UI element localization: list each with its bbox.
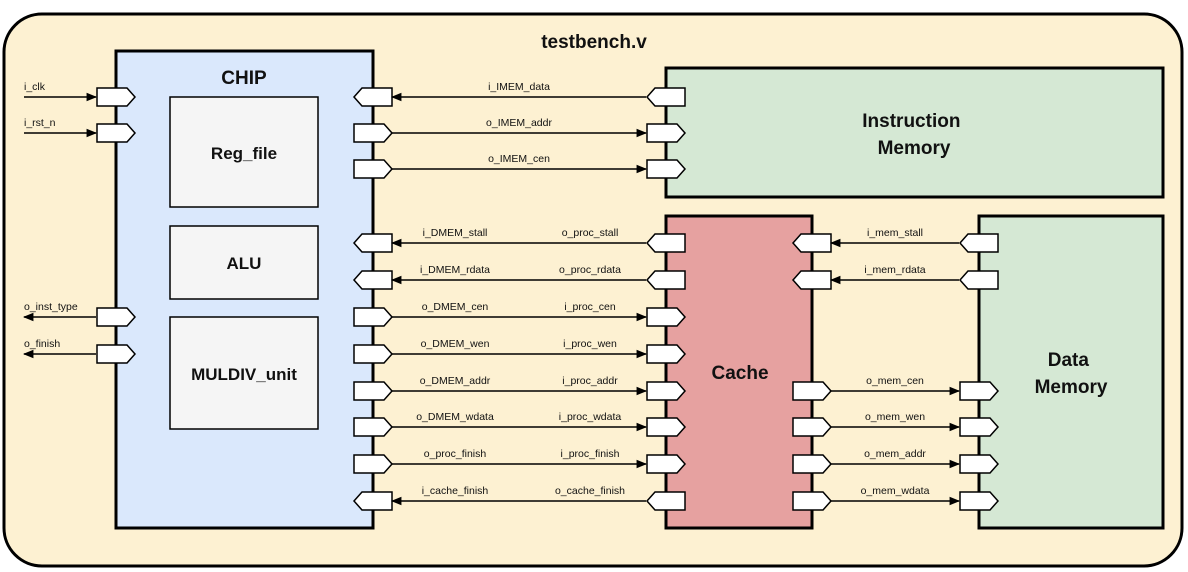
chip-port-o-proc-finish bbox=[353, 454, 394, 474]
dmem-port-i-mem-stall bbox=[958, 233, 999, 253]
instruction-memory-block bbox=[664, 66, 1165, 199]
label-i-proc-wdata: i_proc_wdata bbox=[559, 411, 622, 423]
label-i-proc-finish: i_proc_finish bbox=[561, 448, 620, 460]
cache-port-i-mem-stall bbox=[791, 233, 832, 253]
signal-wires: i_clk i_rst_n o_inst_type o_finish i_IMEM_da… bbox=[22, 81, 1000, 511]
label-i-mem-rdata: i_mem_rdata bbox=[864, 264, 925, 276]
chip-port-i-imem-data bbox=[352, 87, 393, 107]
muldiv-label: MULDIV_unit bbox=[191, 365, 297, 384]
label-i-proc-cen: i_proc_cen bbox=[564, 301, 616, 313]
label-o-mem-wdata: o_mem_wdata bbox=[861, 485, 930, 497]
label-o-cache-finish: o_cache_finish bbox=[555, 485, 625, 497]
chip-title: CHIP bbox=[221, 68, 267, 89]
label-o-dmem-cen: o_DMEM_cen bbox=[422, 301, 489, 313]
chip-port-o-finish bbox=[96, 344, 137, 364]
alu-label: ALU bbox=[227, 254, 262, 273]
chip-port-o-dmem-wdata bbox=[353, 417, 394, 437]
cache-port-o-cache-finish bbox=[645, 491, 686, 511]
label-o-mem-wen: o_mem_wen bbox=[865, 411, 925, 423]
reg-file-label: Reg_file bbox=[211, 144, 277, 163]
dmem-port-o-mem-wdata bbox=[959, 491, 1000, 511]
dmem-port-o-mem-cen bbox=[959, 381, 1000, 401]
chip-port-i-cache-finish bbox=[352, 491, 393, 511]
label-o-dmem-wen: o_DMEM_wen bbox=[421, 338, 490, 350]
label-i-proc-wen: i_proc_wen bbox=[563, 338, 617, 350]
imem-port-i-imem-data bbox=[645, 87, 686, 107]
chip-port-o-dmem-addr bbox=[353, 381, 394, 401]
chip-port-i-rst-n bbox=[96, 123, 137, 143]
label-o-proc-finish: o_proc_finish bbox=[424, 448, 487, 460]
chip-port-o-imem-addr bbox=[353, 123, 394, 143]
label-o-finish: o_finish bbox=[24, 338, 60, 350]
dmem-port-o-mem-addr bbox=[959, 454, 1000, 474]
instruction-memory-label: Instruction Memory bbox=[862, 111, 965, 159]
label-i-proc-addr: i_proc_addr bbox=[562, 375, 618, 387]
cache-port-o-mem-wdata bbox=[792, 491, 833, 511]
cache-label: Cache bbox=[711, 363, 768, 384]
label-o-proc-stall: o_proc_stall bbox=[562, 227, 619, 239]
imem-port-o-imem-addr bbox=[646, 123, 687, 143]
chip-port-o-dmem-wen bbox=[353, 344, 394, 364]
data-memory-block bbox=[977, 214, 1165, 530]
label-i-dmem-stall: i_DMEM_stall bbox=[423, 227, 488, 239]
cache-port-i-proc-cen bbox=[646, 307, 687, 327]
chip-port-i-clk bbox=[96, 87, 137, 107]
label-i-rst-n: i_rst_n bbox=[24, 117, 56, 129]
label-o-imem-cen: o_IMEM_cen bbox=[488, 153, 550, 165]
label-o-proc-rdata: o_proc_rdata bbox=[559, 264, 621, 276]
testbench-title: testbench.v bbox=[541, 32, 647, 53]
label-i-dmem-rdata: i_DMEM_rdata bbox=[420, 264, 490, 276]
data-memory-line1: Data bbox=[1048, 350, 1090, 371]
cache-port-i-proc-wen bbox=[646, 344, 687, 364]
label-o-imem-addr: o_IMEM_addr bbox=[486, 117, 552, 129]
alu-block bbox=[169, 225, 319, 300]
chip-port-i-dmem-stall bbox=[352, 233, 393, 253]
label-o-dmem-wdata: o_DMEM_wdata bbox=[416, 411, 494, 423]
cache-port-o-proc-stall bbox=[645, 233, 686, 253]
chip-port-o-inst-type bbox=[96, 307, 137, 327]
cache-port-o-proc-rdata bbox=[645, 270, 686, 290]
dmem-port-i-mem-rdata bbox=[958, 270, 999, 290]
label-o-mem-cen: o_mem_cen bbox=[866, 375, 924, 387]
label-o-mem-addr: o_mem_addr bbox=[864, 448, 926, 460]
cache-block bbox=[664, 214, 814, 530]
cache-port-i-proc-finish bbox=[646, 454, 687, 474]
cache-port-i-proc-wdata bbox=[646, 417, 687, 437]
label-i-imem-data: i_IMEM_data bbox=[488, 81, 550, 93]
cache-port-o-mem-addr bbox=[792, 454, 833, 474]
muldiv-block bbox=[169, 316, 319, 430]
dmem-port-o-mem-wen bbox=[959, 417, 1000, 437]
label-o-inst-type: o_inst_type bbox=[24, 301, 78, 313]
cache-port-i-proc-addr bbox=[646, 381, 687, 401]
data-memory-label: Data Memory bbox=[1035, 350, 1108, 398]
cache-port-o-mem-wen bbox=[792, 417, 833, 437]
cache-port-o-mem-cen bbox=[792, 381, 833, 401]
label-i-mem-stall: i_mem_stall bbox=[867, 227, 923, 239]
cache-port-i-mem-rdata bbox=[791, 270, 832, 290]
label-i-cache-finish: i_cache_finish bbox=[422, 485, 489, 497]
chip-port-i-dmem-rdata bbox=[352, 270, 393, 290]
chip-port-o-imem-cen bbox=[353, 159, 394, 179]
label-o-dmem-addr: o_DMEM_addr bbox=[420, 375, 491, 387]
data-memory-line2: Memory bbox=[1035, 377, 1108, 398]
label-i-clk: i_clk bbox=[24, 81, 46, 93]
chip-port-o-dmem-cen bbox=[353, 307, 394, 327]
reg-file-block bbox=[169, 96, 319, 208]
imem-port-o-imem-cen bbox=[646, 159, 687, 179]
instruction-memory-line2: Memory bbox=[878, 138, 951, 159]
instruction-memory-line1: Instruction bbox=[862, 111, 960, 132]
